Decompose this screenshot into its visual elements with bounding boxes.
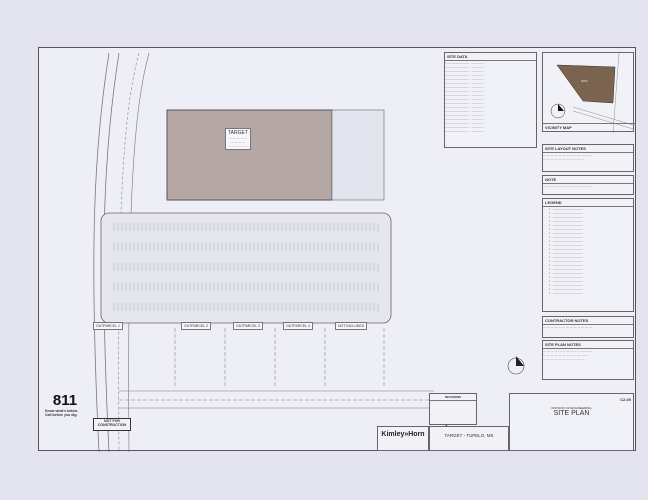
not-included-label: NOT INCLUDED xyxy=(335,322,368,330)
contractor-notes-panel: CONTRACTOR NOTES — — — — — — — — — — — —… xyxy=(542,316,634,338)
project-name-block: TARGET - TUPELO, MS xyxy=(429,426,509,451)
site-plan-drawing xyxy=(93,52,525,452)
outparcel-2-label: OUTPARCEL 2 xyxy=(181,322,211,330)
firm-logo-block: Kimley»Horn xyxy=(377,426,429,451)
vicinity-map-panel: SITE VICINITY MAP xyxy=(542,52,635,133)
outparcel-1-label: OUTPARCEL 1 xyxy=(93,322,123,330)
revisions-table: REVISIONS xyxy=(429,393,477,425)
site-data-panel: SITE DATA ———————— ———————————— ————————… xyxy=(444,52,537,148)
call-811-logo: 811 Know what's below. Call before you d… xyxy=(45,392,78,417)
outparcel-3-label: OUTPARCEL 3 xyxy=(233,322,263,330)
note-panel: NOTE — — — — — — — — — — — — — xyxy=(542,175,634,195)
outparcel-4-label: OUTPARCEL 4 xyxy=(283,322,313,330)
site-plan-notes-panel: SITE PLAN NOTES — — — — — — — — — — — — … xyxy=(542,340,634,380)
target-building xyxy=(166,109,333,201)
sheet-title-block: DIVISION OF ENGINEERING SITE PLAN C2-00 xyxy=(509,393,634,451)
site-layout-notes-panel: SITE LAYOUT NOTES — — — — — — — — — — — … xyxy=(542,144,634,172)
legend-panel: LEGEND ▪ ——————————▪ ——————————▪ ———————… xyxy=(542,198,634,312)
building-label: TARGET— — — — —— — — —— — — — — xyxy=(225,128,251,150)
site-data-text: ———————— ———————————— ———————————— —————… xyxy=(445,61,484,133)
drawing-sheet: TARGET— — — — —— — — —— — — — — OUTPARCE… xyxy=(38,47,636,452)
